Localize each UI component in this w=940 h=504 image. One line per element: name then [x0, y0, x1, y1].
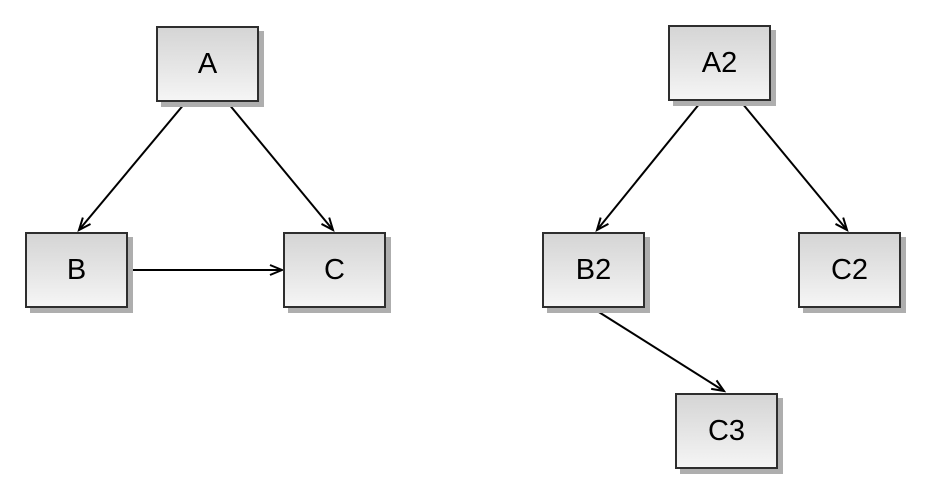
- node-label: B: [66, 253, 87, 286]
- node-A2[interactable]: A2: [668, 25, 771, 101]
- node-C[interactable]: C: [283, 232, 386, 308]
- edge-A-C[interactable]: [227, 102, 335, 233]
- node-C2[interactable]: C2: [798, 232, 901, 308]
- node-A[interactable]: A: [156, 26, 259, 102]
- left-diagram-edges: [77, 102, 335, 276]
- node-label: B2: [575, 253, 612, 286]
- edge-B2-C3[interactable]: [593, 308, 727, 393]
- right-diagram-edges: [593, 102, 849, 393]
- edge-A-B[interactable]: [77, 102, 186, 232]
- node-label: C3: [707, 414, 746, 447]
- edge-A2-B2[interactable]: [595, 102, 701, 233]
- node-label: A2: [701, 46, 738, 79]
- node-label: A: [197, 47, 218, 80]
- node-C3[interactable]: C3: [675, 393, 778, 469]
- node-B2[interactable]: B2: [542, 232, 645, 308]
- node-label: C: [324, 253, 345, 286]
- edge-A2-C2[interactable]: [741, 102, 849, 233]
- node-label: C2: [830, 253, 869, 286]
- node-B[interactable]: B: [25, 232, 128, 308]
